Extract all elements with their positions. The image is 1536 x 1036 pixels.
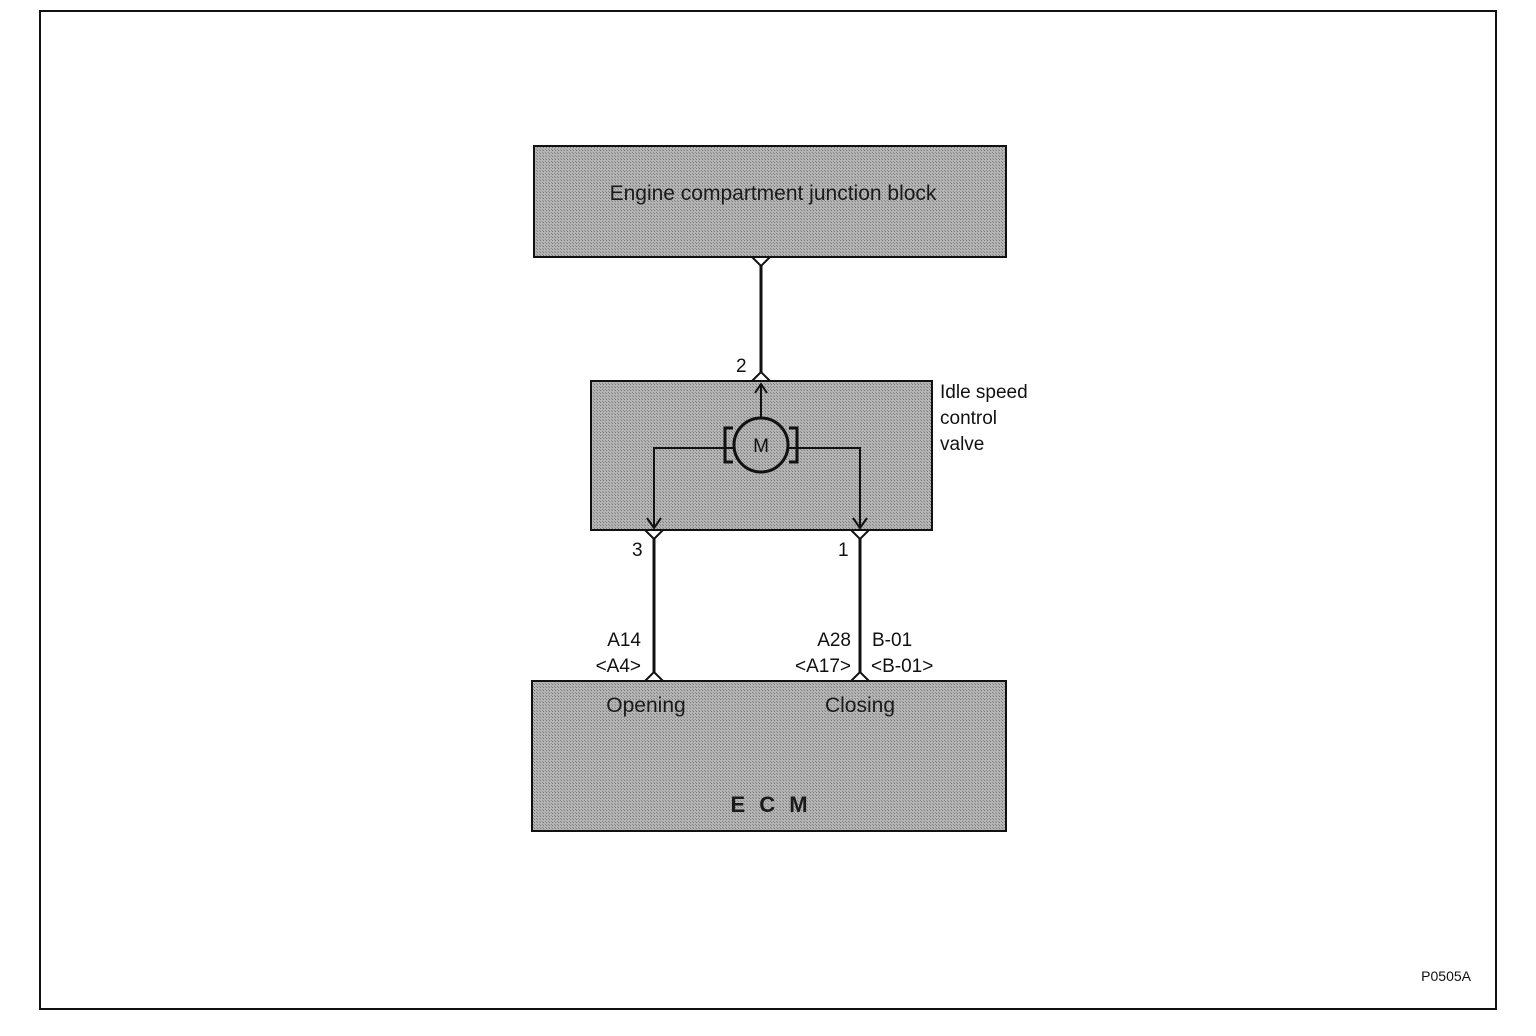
valve-pin-1-label: 1 <box>838 540 849 561</box>
connector-ecm-closing <box>850 670 870 682</box>
connector-valve-pin-3 <box>644 529 664 541</box>
ecm-terminal-closing-secondary-alt: <B-01> <box>871 656 933 677</box>
figure-code: P0505A <box>1421 968 1471 984</box>
diagram-frame <box>39 10 1497 1010</box>
valve-internal-left-arrow <box>646 517 662 530</box>
valve-internal-top-arrow <box>754 382 768 394</box>
connector-junction-bottom <box>751 256 771 268</box>
ecm-title: E C M <box>730 792 811 817</box>
ecm[interactable]: Opening Closing E C M <box>531 680 1007 832</box>
ecm-terminal-opening: A14 <box>607 630 641 651</box>
ecm-opening-label: Opening <box>606 694 685 717</box>
ecm-terminal-closing-alt: <A17> <box>795 656 851 677</box>
connector-valve-pin-1 <box>850 529 870 541</box>
ecm-box <box>531 680 1007 832</box>
isc-valve-label-line-3: valve <box>940 434 984 455</box>
junction-block[interactable]: Engine compartment junction block <box>533 145 1007 258</box>
isc-valve-label-line-2: control <box>940 408 997 429</box>
ecm-terminal-closing-secondary: B-01 <box>872 630 912 651</box>
junction-block-title: Engine compartment junction block <box>610 182 937 205</box>
isc-valve-label-line-1: Idle speed <box>940 382 1028 403</box>
valve-internal-right-lead <box>782 447 861 528</box>
valve-pin-2-label: 2 <box>736 356 747 377</box>
ecm-terminal-closing: A28 <box>817 630 851 651</box>
isc-valve[interactable]: M <box>590 380 933 531</box>
connector-valve-pin-2 <box>751 370 771 382</box>
ecm-closing-label: Closing <box>825 694 895 717</box>
motor-icon: M <box>723 416 799 474</box>
valve-internal-right-arrow <box>852 517 868 530</box>
connector-ecm-opening <box>644 670 664 682</box>
ecm-terminal-opening-alt: <A4> <box>596 656 641 677</box>
valve-pin-3-label: 3 <box>632 540 643 561</box>
motor-symbol-label: M <box>753 436 769 457</box>
valve-internal-left-lead <box>653 447 740 528</box>
